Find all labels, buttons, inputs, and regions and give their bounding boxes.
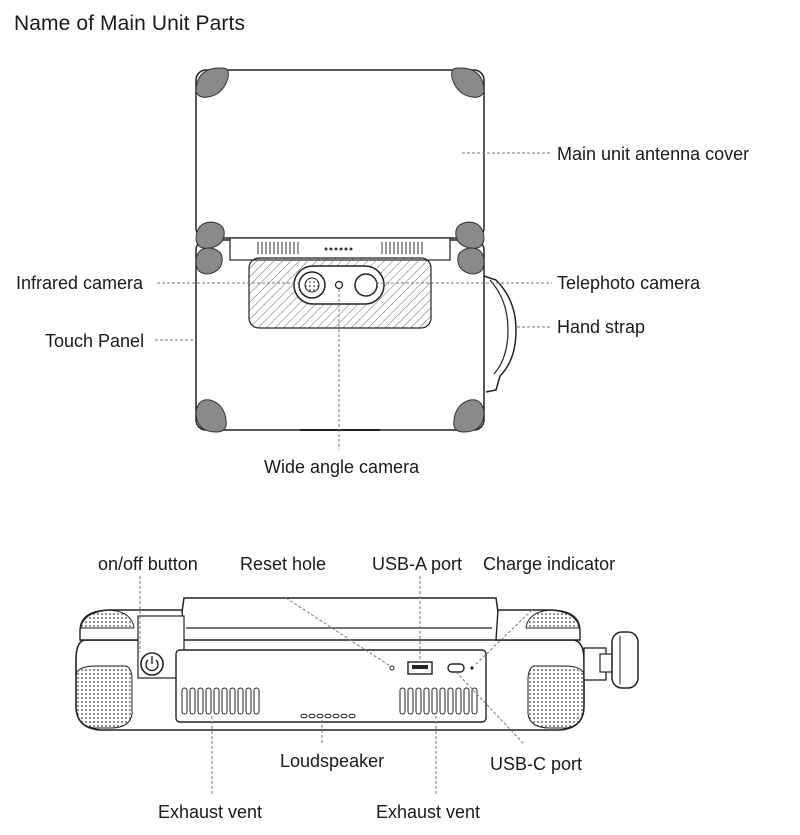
module-vents <box>257 242 423 254</box>
label-hand-strap: Hand strap <box>557 317 646 337</box>
usb-c-port <box>447 663 465 673</box>
module-dots <box>324 247 353 251</box>
label-wide-angle-camera: Wide angle camera <box>264 457 420 477</box>
charge-indicator-light <box>470 666 474 670</box>
label-loudspeaker: Loudspeaker <box>280 751 385 771</box>
bottom-view-leaders <box>139 576 533 794</box>
label-charge-indicator: Charge indicator <box>483 554 616 574</box>
left-side-bumper <box>75 665 133 729</box>
telephoto-camera-lens <box>354 273 378 297</box>
right-top-bumper <box>525 609 581 629</box>
bottom-view-device <box>75 597 639 731</box>
label-reset-hole: Reset hole <box>240 554 327 574</box>
exhaust-vent-left-grille <box>181 687 260 715</box>
label-exhaust-vent-left: Exhaust vent <box>158 802 263 822</box>
wide-angle-camera-lens <box>334 280 344 290</box>
page-title: Name of Main Unit Parts <box>14 12 246 35</box>
top-view-leaders <box>155 152 552 450</box>
antenna-cover <box>195 69 485 239</box>
label-usb-a-port: USB-A port <box>372 554 463 574</box>
exhaust-vent-right-grille <box>399 687 478 715</box>
label-antenna-cover: Main unit antenna cover <box>557 144 750 164</box>
label-exhaust-vent-right: Exhaust vent <box>376 802 481 822</box>
top-view-device <box>195 67 517 433</box>
left-top-bumper <box>79 609 135 629</box>
hand-strap <box>483 275 517 393</box>
corner-bumpers <box>195 67 485 433</box>
label-power-button: on/off button <box>98 554 198 574</box>
strap-knob <box>583 631 639 689</box>
label-telephoto-camera: Telephoto camera <box>557 273 701 293</box>
label-infrared-camera: Infrared camera <box>16 273 144 293</box>
label-touch-panel: Touch Panel <box>45 331 145 351</box>
right-side-bumper <box>527 665 585 729</box>
label-usb-c-port: USB-C port <box>490 754 583 774</box>
loudspeaker-grille <box>300 713 356 719</box>
reset-hole <box>389 665 395 671</box>
